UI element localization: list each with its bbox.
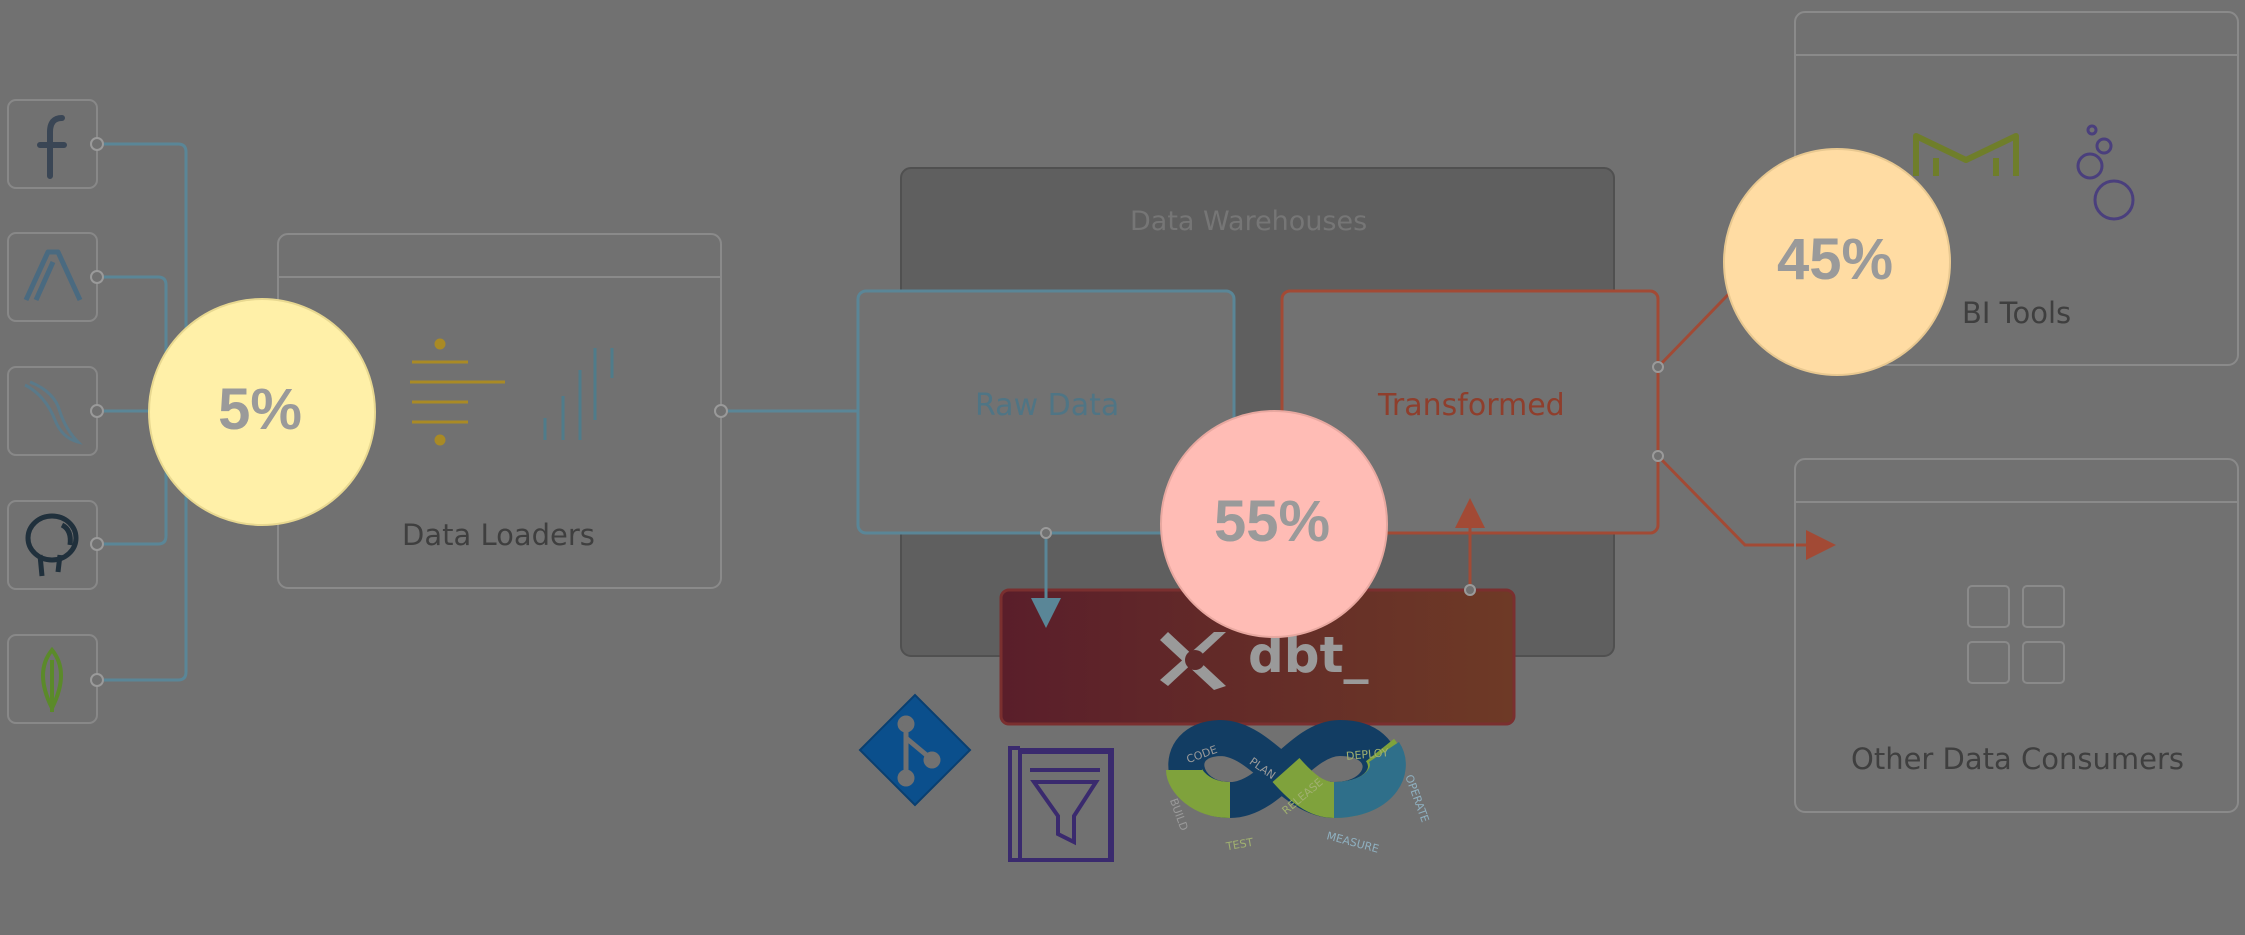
devops-infinity-icon <box>1166 719 1406 819</box>
other-consumers-label: Other Data Consumers <box>1851 742 2185 776</box>
warehouse-title: Data Warehouses <box>1130 206 1368 237</box>
loader-yellow-icon <box>410 338 505 446</box>
transformed-label: Transformed <box>1378 388 1565 423</box>
raw-data-label: Raw Data <box>975 388 1120 423</box>
connector-dots <box>90 137 104 687</box>
bubble-left-label: 5% <box>218 377 302 442</box>
bubble-center-label: 55% <box>1213 489 1331 554</box>
bubble-right-label: 45% <box>1776 227 1894 292</box>
facebook-icon <box>37 115 67 179</box>
amplitude-icon <box>23 249 83 302</box>
data-loaders-label: Data Loaders <box>402 518 595 552</box>
dbt-logo-icon <box>1160 632 1226 690</box>
documentation-funnel-icon <box>1008 746 1114 862</box>
bi-tools-label: BI Tools <box>1962 296 2072 330</box>
bubble-left <box>148 298 376 526</box>
bubble-right <box>1723 148 1951 376</box>
mongodb-icon <box>41 646 63 713</box>
bubble-center <box>1160 410 1388 638</box>
mysql-icon <box>24 380 83 445</box>
bubbles-tool-icon <box>2076 124 2135 221</box>
metabase-style-icon <box>1913 133 2019 176</box>
grid-apps-icon <box>1967 585 2065 684</box>
postgresql-icon <box>25 513 79 577</box>
git-icon <box>858 693 972 807</box>
other-consumers-panel <box>1794 458 2239 813</box>
loader-bars-icon <box>543 348 614 440</box>
